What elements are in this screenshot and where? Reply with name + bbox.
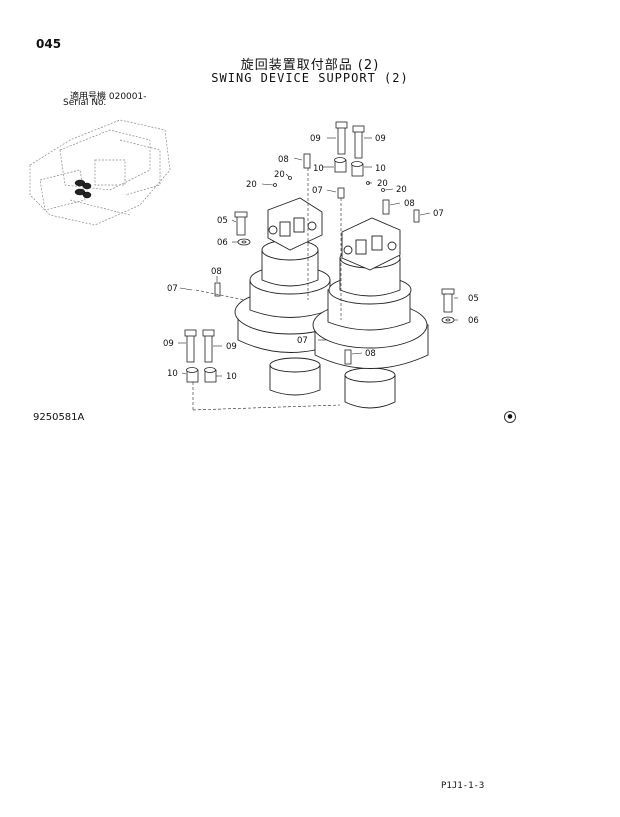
part-label: 07 (312, 186, 323, 196)
part-label: 05 (217, 216, 228, 226)
part-label: 20 (246, 180, 257, 190)
parts-diagram: 09 09 08 10 10 20 20 20 07 20 08 07 05 0… (29, 119, 479, 411)
part-label: 07 (297, 336, 308, 346)
part-label: 07 (167, 284, 178, 294)
page-title-english: SWING DEVICE SUPPORT (2) (211, 71, 409, 85)
serial-label-japanese: 適用号機 020001- (70, 92, 147, 102)
right-swing-motor (312, 217, 429, 409)
part-label: 10 (226, 372, 237, 382)
serial-label-english: Serial No. (63, 98, 107, 108)
part-label: 08 (278, 155, 289, 165)
page-title-japanese: 旋回装置取付部品 (2) (240, 58, 380, 73)
page-number: 045 (36, 37, 62, 51)
part-label: 10 (375, 164, 386, 174)
machine-overview-sketch (29, 119, 171, 226)
highlighted-swing-device-icon (74, 179, 92, 199)
bolt-parts (184, 121, 455, 383)
drawing-number: 9250581A (33, 412, 85, 423)
part-number-labels: 09 09 08 10 10 20 20 20 07 20 08 07 05 0… (163, 134, 479, 382)
part-label: 09 (163, 339, 174, 349)
part-label: 07 (433, 209, 444, 219)
part-label: 05 (468, 294, 479, 304)
part-label: 10 (167, 369, 178, 379)
part-label: 10 (313, 164, 324, 174)
part-label: 20 (396, 185, 407, 195)
circle-mark-icon: ● (504, 411, 516, 423)
part-label: 20 (377, 179, 388, 189)
footer-page-code: P1J1-1-3 (441, 781, 485, 791)
part-label: 08 (365, 349, 376, 359)
part-label: 06 (217, 238, 228, 248)
part-label: 08 (211, 267, 222, 277)
left-swing-motor (234, 197, 346, 396)
leader-lines (178, 137, 458, 411)
part-label: 09 (375, 134, 386, 144)
part-label: 09 (310, 134, 321, 144)
part-label: 06 (468, 316, 479, 326)
part-label: 09 (226, 342, 237, 352)
part-label: 08 (404, 199, 415, 209)
part-label: 20 (274, 170, 285, 180)
